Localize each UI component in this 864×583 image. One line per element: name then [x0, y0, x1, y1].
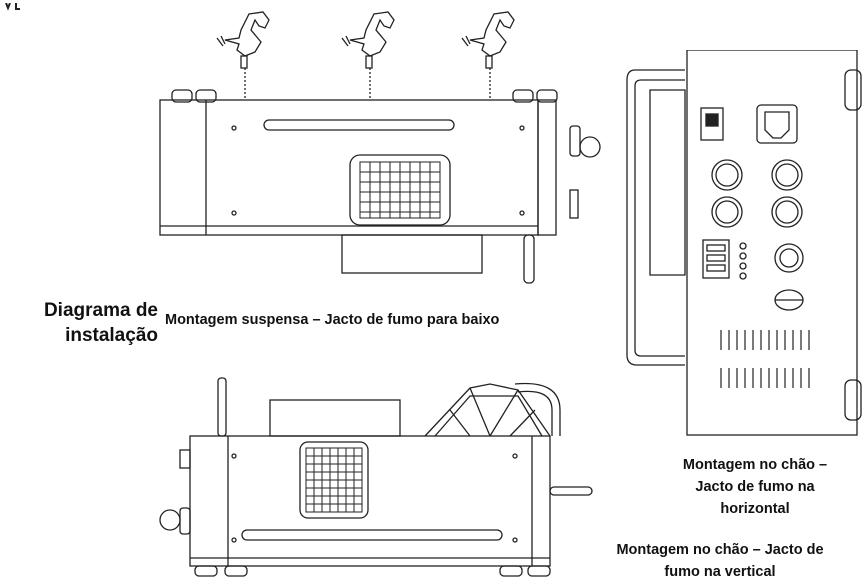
clamp-icon	[341, 11, 395, 100]
xlr-connector-icon	[711, 196, 743, 228]
vent-grille	[720, 330, 810, 388]
caption-floor-horizontal: Montagem no chão – Jacto de fumo na hori…	[660, 454, 850, 520]
xlr-connector-icon	[771, 196, 803, 228]
section-title-line-1: Diagrama de	[43, 300, 158, 321]
fuse-holder-icon	[774, 289, 804, 311]
fluid-tank	[341, 234, 483, 274]
clipped-header-fragment	[0, 0, 40, 11]
floor-vertical-illustration	[159, 377, 593, 577]
section-title: Diagrama de instalação	[0, 298, 158, 348]
smoke-nozzle	[424, 383, 551, 437]
caption-floor-horizontal-line-3: horizontal	[720, 501, 790, 517]
hanging-mount-illustration	[159, 11, 601, 284]
vent-slot	[241, 529, 503, 541]
clamp-icon	[216, 11, 270, 100]
caption-floor-vertical-line-1: Montagem no chão – Jacto de	[616, 542, 824, 558]
rear-panel-illustration	[626, 50, 862, 436]
caption-floor-horizontal-line-2: Jacto de fumo na	[695, 479, 815, 495]
caption-floor-vertical-line-2: fumo na vertical	[664, 564, 776, 580]
fan-grill	[299, 441, 369, 519]
section-title-line-2: instalação	[65, 325, 158, 346]
fluid-tank	[269, 399, 401, 437]
vent-slot	[263, 119, 455, 131]
rear-panel	[686, 50, 858, 436]
address-display-icon	[702, 239, 730, 279]
caption-hanging-mount: Montagem suspensa – Jacto de fumo para b…	[165, 312, 500, 328]
xlr-connector-icon	[771, 159, 803, 191]
fan-grill	[349, 154, 451, 226]
power-switch-icon	[700, 107, 724, 141]
power-socket-icon	[756, 104, 798, 144]
caption-floor-horizontal-line-1: Montagem no chão –	[682, 457, 828, 473]
xlr-connector-icon	[711, 159, 743, 191]
remote-connector-icon	[774, 243, 804, 273]
caption-floor-vertical: Montagem no chão – Jacto de fumo na vert…	[585, 539, 855, 583]
clamp-icon	[461, 11, 515, 100]
machine-body	[189, 435, 551, 567]
